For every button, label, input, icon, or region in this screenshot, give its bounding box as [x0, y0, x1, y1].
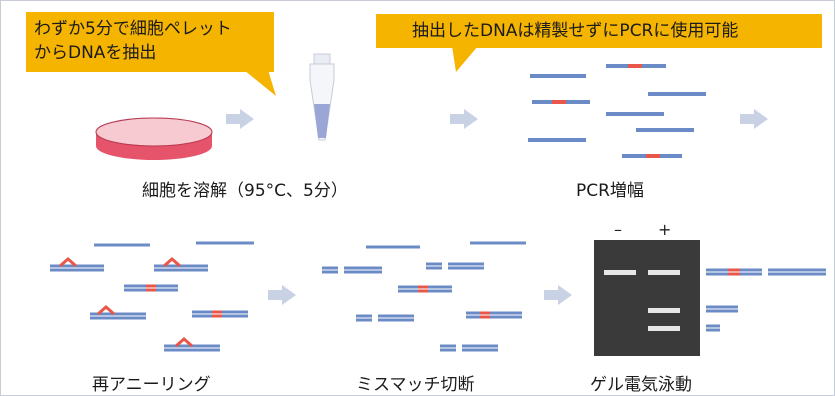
callout-right [376, 14, 822, 72]
reannealed-duplexes [50, 241, 254, 352]
arrow-icon [740, 109, 768, 129]
callout-left [26, 12, 276, 96]
callout-left-line2: からDNAを抽出 [34, 43, 157, 63]
gel-lane-plus: + [658, 220, 672, 239]
band-legend [706, 268, 826, 332]
step-label-reanneal: 再アニーリング [92, 375, 211, 395]
step-label-cleave: ミスマッチ切断 [356, 375, 475, 395]
callout-right-text: 抽出したDNAは精製せずにPCRに使用可能 [412, 21, 739, 41]
step-label-lysis: 細胞を溶解（95°C、5分） [142, 181, 348, 201]
step-label-gel: ゲル電気泳動 [590, 375, 692, 395]
cleaved-fragments [322, 241, 526, 352]
arrow-icon [268, 285, 296, 305]
arrow-icon [226, 109, 254, 129]
petri-dish-icon [95, 117, 213, 160]
arrow-icon [450, 109, 478, 129]
microtube-icon [309, 53, 335, 141]
arrow-icon [544, 285, 572, 305]
gel-lane-minus: – [614, 220, 622, 239]
gel-electrophoresis-icon [594, 240, 700, 356]
callout-left-line1: わずか5分で細胞ペレット [34, 19, 232, 39]
pcr-products [528, 64, 706, 158]
step-label-pcr: PCR増幅 [576, 181, 644, 201]
